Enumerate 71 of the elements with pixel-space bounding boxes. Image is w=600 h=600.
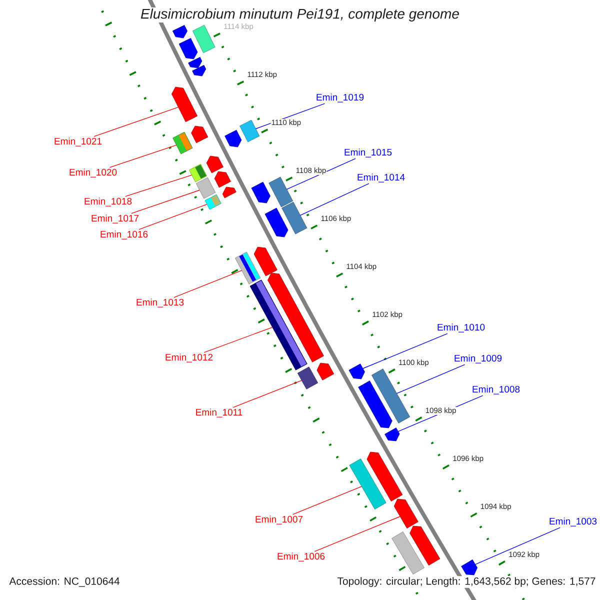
gene-block: [410, 526, 440, 566]
leader-line: [138, 204, 208, 230]
gene-box: [371, 368, 410, 424]
leader-line: [474, 527, 560, 565]
gene-box: [192, 24, 216, 54]
gene-box: [240, 120, 260, 142]
gene-block: [264, 208, 288, 238]
gene-label: Emin_1017: [92, 214, 139, 224]
gene-block: [358, 380, 392, 428]
gene-block: [214, 171, 231, 188]
leader-line: [131, 190, 200, 214]
leader-line: [286, 158, 356, 190]
leader-line: [174, 270, 242, 298]
gene-block: [224, 130, 242, 148]
gene-block: [188, 56, 202, 68]
gene-label: Emin_1003: [550, 518, 597, 526]
gene-label: Emin_1012: [166, 354, 213, 362]
gene-box: [204, 194, 222, 210]
gene-label: Emin_1011: [196, 408, 242, 418]
leader-line: [109, 144, 177, 168]
gene-block: [366, 452, 403, 502]
gene-label: Emin_1021: [54, 138, 102, 146]
gene-box: [392, 532, 424, 574]
gene-label: Emin_1008: [472, 386, 520, 394]
gene-label: Emin_1019: [316, 94, 364, 102]
gene-block: [172, 86, 198, 122]
gene-block: [192, 64, 206, 76]
gene-block: [394, 498, 418, 528]
gene-box: [297, 366, 318, 390]
gene-block: [461, 559, 478, 576]
gene-label: Emin_1010: [438, 324, 485, 332]
gene-label: Emin_1020: [70, 168, 117, 178]
gene-block: [254, 246, 278, 276]
gene-box: [234, 252, 261, 284]
leader-line: [314, 516, 400, 552]
gene-label: Emin_1013: [136, 298, 184, 308]
gene-box: [282, 202, 308, 234]
gene-box: [172, 132, 193, 154]
gene-label: Emin_1009: [454, 354, 502, 364]
leader-line: [125, 174, 192, 197]
gene-label: Emin_1016: [100, 230, 148, 240]
gene-block: [384, 428, 400, 442]
leader-line: [94, 106, 179, 137]
gene-label: Emin_1006: [278, 552, 325, 562]
leader-line: [204, 326, 273, 353]
gene-label: Emin_1007: [256, 516, 303, 524]
leader-line: [292, 486, 362, 515]
gene-block: [222, 186, 236, 198]
gene-label: Emin_1018: [84, 198, 132, 206]
gene-block: [191, 126, 208, 144]
leader-line: [300, 183, 370, 216]
gene-block: [178, 38, 198, 60]
gene-block: [206, 156, 224, 174]
accession-text: Accession: NC_010644: [8, 576, 121, 588]
title: Elusimicrobium minutum Pei191, complete genome: [139, 7, 461, 23]
gene-label: Emin_1015: [344, 148, 392, 158]
leader-line: [232, 380, 302, 408]
gene-box: [250, 280, 308, 370]
gene-block: [172, 25, 188, 38]
gene-box: [268, 176, 294, 208]
genome-info-text: Topology: circular; Length: 1,643,562 bp; Genes: 1,577: [336, 576, 597, 588]
gene-block: [251, 182, 270, 204]
gene-box: [188, 164, 208, 182]
gene-box: [349, 458, 386, 510]
gene-block: [348, 364, 365, 380]
leader-line: [362, 333, 448, 369]
gene-label: Emin_1014: [358, 174, 405, 182]
gene-box: [196, 177, 216, 199]
gene-block: [268, 272, 324, 362]
leader-line: [396, 364, 466, 394]
gene-block: [316, 362, 334, 380]
